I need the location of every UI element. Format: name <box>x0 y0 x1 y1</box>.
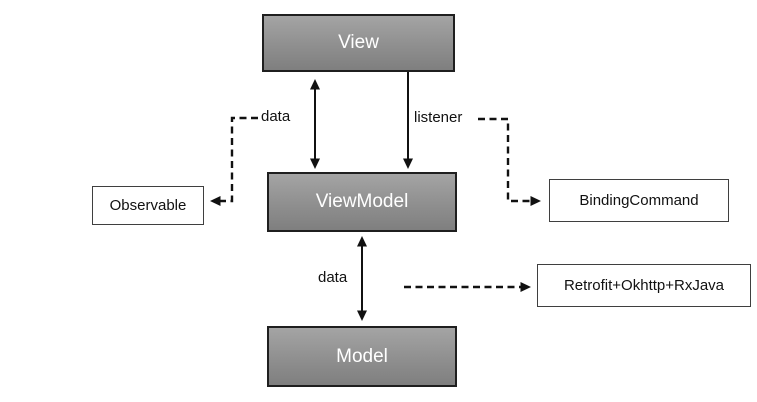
node-viewmodel: ViewModel <box>267 172 457 232</box>
edge-label-listener: listener <box>414 109 463 126</box>
data-observable-dashed-arrow <box>210 116 258 206</box>
node-bindingcommand: BindingCommand <box>549 179 729 222</box>
edge-label-data-view-viewmodel: data <box>261 108 291 125</box>
node-observable: Observable <box>92 186 204 225</box>
node-model: Model <box>267 326 457 387</box>
edge-label-data-viewmodel-model: data <box>318 269 348 286</box>
node-network: Retrofit+Okhttp+RxJava <box>537 264 751 307</box>
node-view: View <box>262 14 455 72</box>
listener-bindingcommand-dashed-arrow <box>478 117 541 206</box>
